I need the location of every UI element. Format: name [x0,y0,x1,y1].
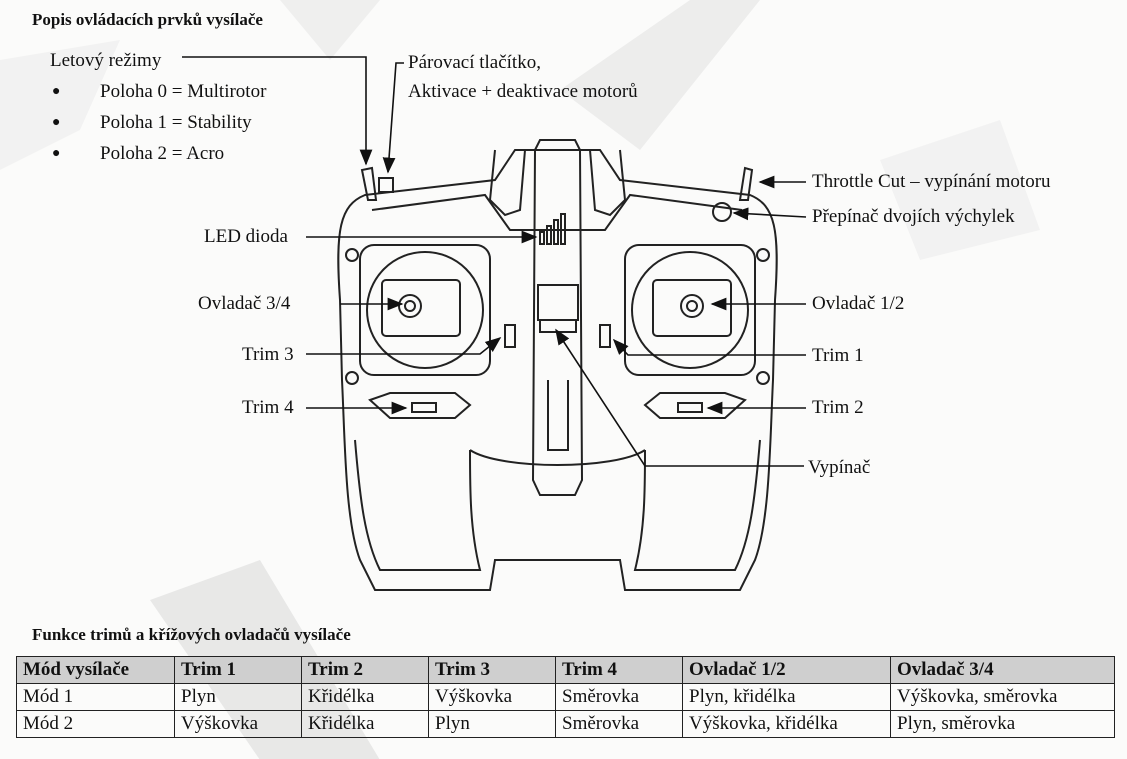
bullet-icon: ● [52,115,61,130]
table-cell: Výškovka, křidélka [682,710,891,738]
label-throttle-cut: Throttle Cut – vypínání motoru [812,171,1051,192]
table-heading: Funkce trimů a křížových ovladačů vysíla… [32,625,351,644]
table-cell: Křidélka [301,710,429,738]
header-ctrl34: Ovladač 3/4 [890,656,1115,684]
table-cell: Plyn [428,710,556,738]
table-cell: Výškovka [174,710,302,738]
label-pairing-2: Aktivace + deaktivace motorů [408,81,638,102]
table-cell: Křidélka [301,683,429,711]
header-trim4: Trim 4 [555,656,683,684]
flight-modes-title: Letový režimy [50,50,162,71]
header-trim2: Trim 2 [301,656,429,684]
table-row: Mód 1 Plyn Křidélka Výškovka Směrovka Pl… [16,683,1115,711]
header-trim1: Trim 1 [174,656,302,684]
bullet-icon: ● [52,146,61,161]
table-cell: Výškovka [428,683,556,711]
label-ctrl-12: Ovladač 1/2 [812,293,905,314]
table-header-row: Mód vysílače Trim 1 Trim 2 Trim 3 Trim 4… [16,656,1115,684]
table-cell: Mód 2 [16,710,175,738]
label-trim1: Trim 1 [812,345,864,366]
table-cell: Směrovka [555,683,683,711]
header-trim3: Trim 3 [428,656,556,684]
label-led: LED dioda [204,226,288,247]
label-dual-rate: Přepínač dvojích výchylek [812,206,1015,227]
table-cell: Plyn, směrovka [890,710,1115,738]
flight-mode-2: Poloha 2 = Acro [100,143,225,164]
label-pairing-1: Párovací tlačítko, [408,52,541,73]
label-trim3: Trim 3 [242,344,294,365]
flight-mode-0: Poloha 0 = Multirotor [100,81,267,102]
table-row: Mód 2 Výškovka Křidélka Plyn Směrovka Vý… [16,710,1115,738]
controls-heading: Popis ovládacích prvků vysílače [32,10,263,29]
header-mode: Mód vysílače [16,656,175,684]
label-switch: Vypínač [808,457,871,478]
label-ctrl-34: Ovladač 3/4 [198,293,291,314]
label-trim2: Trim 2 [812,397,864,418]
transmitter-diagram [182,56,807,591]
table-cell: Mód 1 [16,683,175,711]
label-trim4: Trim 4 [242,397,294,418]
bullet-icon: ● [52,84,61,99]
flight-mode-1: Poloha 1 = Stability [100,112,252,133]
table-cell: Výškovka, směrovka [890,683,1115,711]
table-cell: Plyn, křidélka [682,683,891,711]
header-ctrl12: Ovladač 1/2 [682,656,891,684]
table-cell: Směrovka [555,710,683,738]
trim-function-table: Mód vysílače Trim 1 Trim 2 Trim 3 Trim 4… [16,656,1115,738]
table-cell: Plyn [174,683,302,711]
